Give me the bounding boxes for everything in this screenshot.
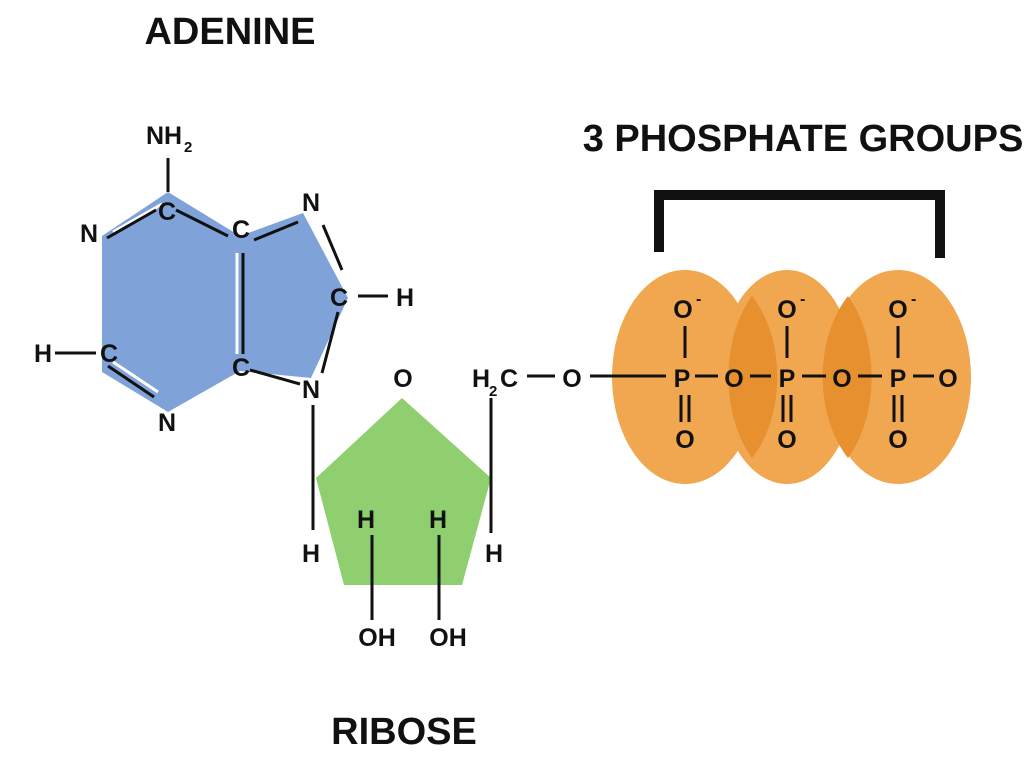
bond-c-n-left xyxy=(107,364,155,399)
atom-o-ribose: O xyxy=(393,365,412,393)
atom-h-ribose-left: H xyxy=(302,540,320,568)
atom-c-right: C xyxy=(330,284,348,312)
atom-o-end: O xyxy=(938,365,957,393)
atom-nh: NH xyxy=(146,122,182,150)
bond-c-n-bottom xyxy=(249,368,301,386)
atom-n-bottom: N xyxy=(158,409,176,437)
ribose-title: RIBOSE xyxy=(331,711,477,753)
atom-nh-subscript: 2 xyxy=(184,139,192,156)
adenine-hexagon xyxy=(102,192,240,412)
atom-p-1: P xyxy=(674,365,691,393)
atom-c-left: C xyxy=(100,340,118,368)
atom-oh-2: OH xyxy=(429,624,467,652)
atom-p-2: P xyxy=(779,365,796,393)
adenine-double-bond-2 xyxy=(112,360,159,394)
bond-c1-c xyxy=(175,208,229,238)
atom-o-bridge-1: O xyxy=(724,365,743,393)
phosphates-title: 3 PHOSPHATE GROUPS xyxy=(583,118,1024,160)
atom-minus-1: - xyxy=(696,291,701,308)
ribose-pentagon xyxy=(316,398,491,585)
atom-h-ribose-1: H xyxy=(357,506,375,534)
atom-c-junction-bottom: C xyxy=(232,354,250,382)
atom-o-link: O xyxy=(562,365,581,393)
atom-n-left: N xyxy=(80,220,98,248)
atom-p-3: P xyxy=(890,365,907,393)
atom-c-top: C xyxy=(158,198,176,226)
atom-minus-3: - xyxy=(911,291,916,308)
atom-h-ribose-2: H xyxy=(429,506,447,534)
phosphate-circle-1 xyxy=(612,270,758,484)
atom-h-left: H xyxy=(34,340,52,368)
adenine-double-bond-4 xyxy=(316,231,350,283)
atom-o-minus-1: O xyxy=(673,296,692,324)
phosphate-overlap-2 xyxy=(822,296,872,458)
atom-h2c-subscript: 2 xyxy=(489,383,497,400)
phosphate-bracket xyxy=(654,190,945,258)
atom-o-minus-2: O xyxy=(777,296,796,324)
atom-o-minus-3: O xyxy=(888,296,907,324)
atom-h-ribose-right: H xyxy=(485,540,503,568)
bond-n-c1 xyxy=(106,208,157,240)
atom-n-bottom-right: N xyxy=(302,376,320,404)
atom-o-double-1: O xyxy=(675,426,694,454)
atom-h-right: H xyxy=(396,284,414,312)
bond-ch-n xyxy=(320,311,340,374)
atom-minus-2: - xyxy=(800,291,805,308)
bond-n-ch xyxy=(321,224,344,271)
atom-h2c-h: H xyxy=(472,365,490,393)
adenine-title: ADENINE xyxy=(144,11,315,53)
atom-o-double-3: O xyxy=(888,426,907,454)
adenine-pentagon xyxy=(240,213,348,378)
atom-o-bridge-2: O xyxy=(832,365,851,393)
atom-n-top-right: N xyxy=(302,189,320,217)
atom-o-double-2: O xyxy=(777,426,796,454)
atom-oh-1: OH xyxy=(358,624,396,652)
bond-c-n-top xyxy=(253,220,299,242)
atom-c-junction-top: C xyxy=(232,216,250,244)
atom-h2c-c: C xyxy=(500,365,518,393)
adenine-double-bond-1 xyxy=(112,202,163,234)
